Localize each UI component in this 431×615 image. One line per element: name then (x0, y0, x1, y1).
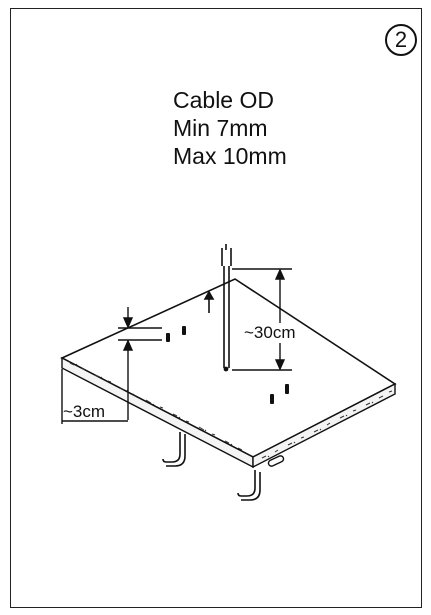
cable-od-title: Cable OD (173, 87, 274, 113)
height-dimension-label: ~30cm (244, 323, 296, 342)
cable-vertical (221, 244, 232, 368)
offset-dimension-label: ~3cm (63, 402, 105, 421)
cable-clip-front (267, 455, 285, 467)
step-number-badge: 2 (385, 24, 417, 56)
cable-entry-point (223, 366, 229, 372)
tabletop-edge-right (252, 382, 396, 469)
cable-hook-right (237, 470, 261, 501)
height-dimension (232, 268, 292, 371)
cable-up-arrow (203, 290, 215, 313)
step-number: 2 (394, 27, 408, 52)
cable-spec-text: Cable OD Min 7mm Max 10mm (173, 86, 287, 170)
tabletop-pegs (166, 326, 289, 404)
cable-hook-left (162, 432, 186, 467)
cable-min-diameter: Min 7mm (173, 115, 268, 141)
cable-max-diameter: Max 10mm (173, 143, 287, 169)
offset-dimension (61, 307, 162, 424)
